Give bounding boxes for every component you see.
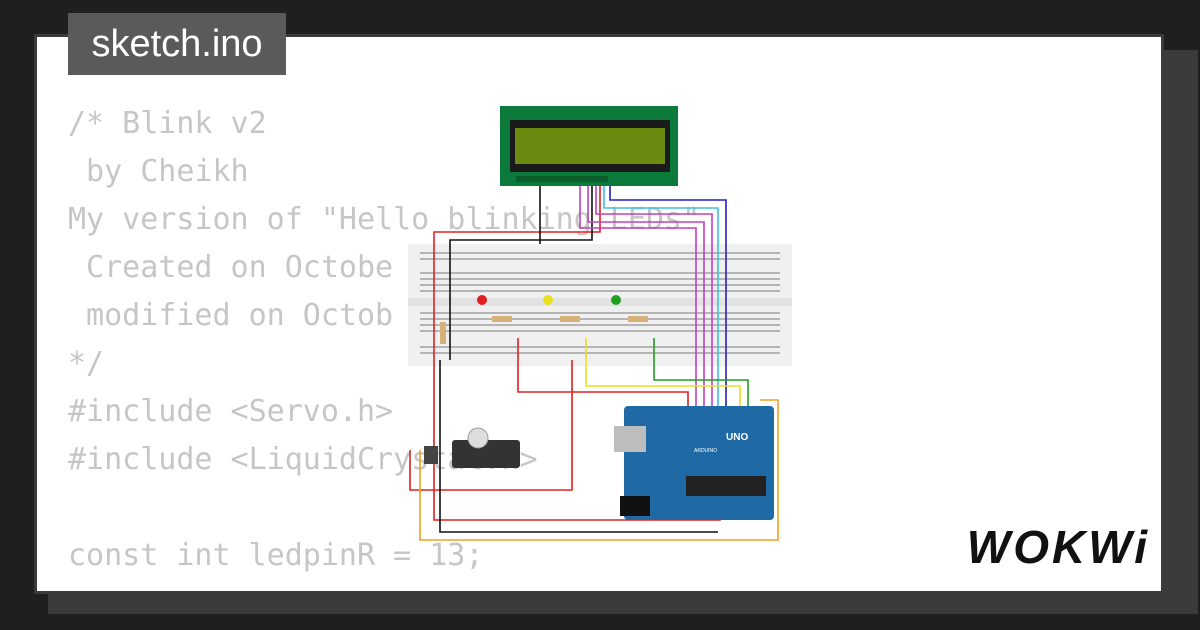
wokwi-logo: WOKWi <box>966 521 1150 573</box>
code-line: const int ledpinR = 13; <box>68 538 484 573</box>
arduino-uno: UNO ARDUINO <box>614 406 774 520</box>
code-line: My version of "Hello blinking LEDs" <box>68 202 701 237</box>
wires <box>409 186 779 541</box>
led-green <box>611 295 621 305</box>
board-brand: ARDUINO <box>694 448 717 454</box>
led-red <box>477 295 487 305</box>
board-label: UNO <box>726 432 748 443</box>
code-line: */ <box>68 346 105 381</box>
code-line: /* Blink v2 <box>68 106 267 141</box>
code-line: modified on Octob <box>68 298 394 333</box>
resistors <box>440 316 648 344</box>
servo-motor <box>424 427 520 468</box>
file-tab[interactable]: sketch.ino <box>68 13 286 75</box>
lcd-display <box>500 106 678 186</box>
circuit-diagram: UNO ARDUINO <box>408 106 792 541</box>
breadboard <box>408 244 792 366</box>
led-yellow <box>543 295 553 305</box>
code-line: by Cheikh <box>68 154 249 189</box>
code-editor: /* Blink v2 by Cheikh My version of "Hell… <box>68 100 700 580</box>
code-line: #include <Servo.h> <box>68 394 394 429</box>
code-line: Created on Octobe <box>68 250 394 285</box>
